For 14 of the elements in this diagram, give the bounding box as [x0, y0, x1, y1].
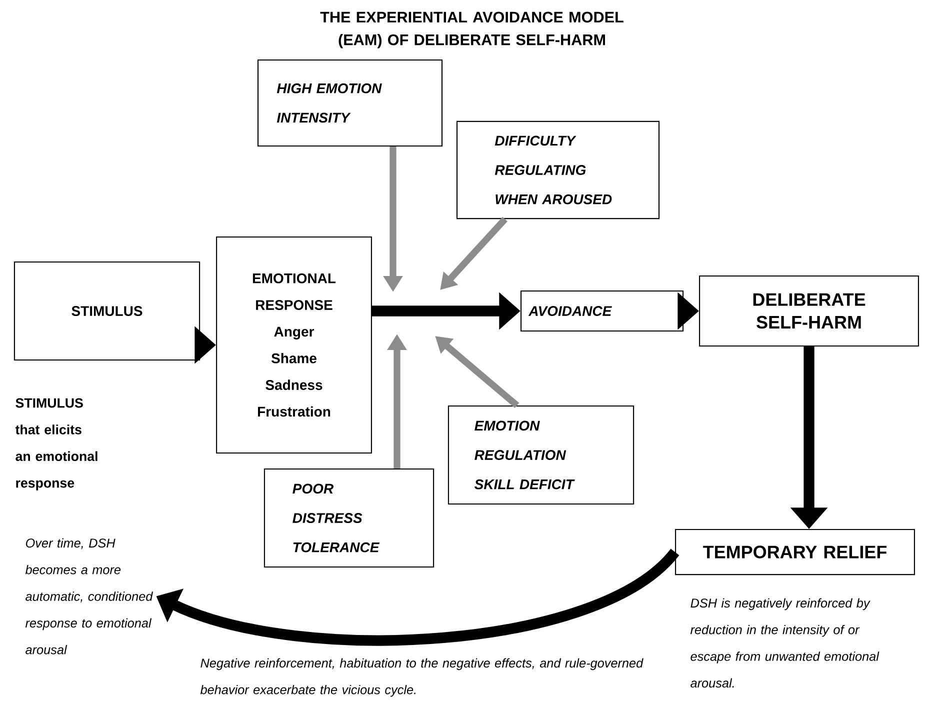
factor-box: HIGH EMOTION INTENSITY	[257, 59, 443, 147]
process-box: STIMULUS	[14, 261, 200, 361]
caption-text: STIMULUS that elicits an emotional response	[15, 398, 98, 490]
process-box: DELIBERATE SELF-HARM	[699, 275, 920, 347]
process-box: TEMPORARY RELIEF	[675, 528, 916, 576]
factor-box: POOR DISTRESS TOLERANCE	[264, 468, 434, 568]
factor-box: DIFFICULTY REGULATING WHEN AROUSED	[456, 120, 660, 220]
note-text: Over time, DSH becomes a more automatic, conditioned response to emotional arousal	[25, 538, 154, 654]
title: THE EXPERIENTIAL AVOIDANCE MODEL (EAM) OF DELIBERATE SELF-HARM	[320, 12, 624, 48]
factor-box: EMOTION REGULATION SKILL DEFICIT	[448, 405, 634, 505]
factor-box: AVOIDANCE	[520, 290, 684, 332]
caption-text: DSH is negatively reinforced by reduction in the intensity of or escape from unwanted emotional arousal.	[690, 598, 880, 688]
note-text: Negative reinforcement, habituation to the negative effects, and rule-governed behavior exacerbate the vicious cycle.	[200, 658, 644, 697]
process-box: EMOTIONAL RESPONSE Anger Shame Sadness Frustration	[216, 236, 372, 454]
